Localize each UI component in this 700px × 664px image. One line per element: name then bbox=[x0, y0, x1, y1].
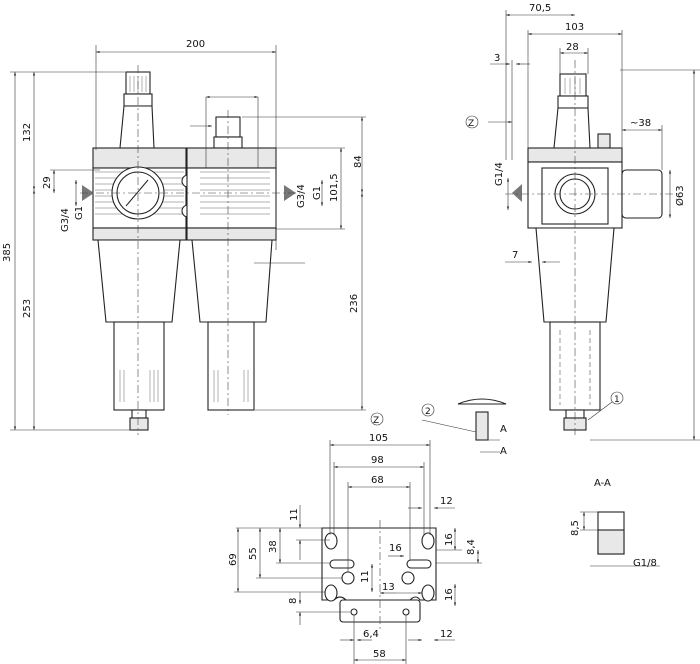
dim-height-253: 253 bbox=[22, 299, 33, 318]
dim-8-4: 8,4 bbox=[466, 539, 477, 555]
thread-g18: G1/8 bbox=[633, 558, 657, 569]
dim-105: 105 bbox=[369, 433, 388, 444]
view-z-label: Z bbox=[373, 416, 379, 426]
dim-28: 28 bbox=[566, 42, 579, 53]
dim-84: 84 bbox=[353, 155, 364, 168]
port-left-g34: G3/4 bbox=[60, 208, 71, 232]
callout-2: 2 bbox=[425, 407, 431, 417]
dim-55: 55 bbox=[248, 547, 259, 560]
regulator-bowl bbox=[97, 239, 181, 323]
dim-16-right-bottom: 16 bbox=[444, 588, 455, 601]
dim-12-bottom: 12 bbox=[440, 629, 453, 640]
section-a-bottom: A bbox=[500, 446, 507, 457]
bottom-view-z: Z 105 bbox=[228, 412, 482, 664]
dim-58: 58 bbox=[373, 649, 386, 660]
dim-8: 8 bbox=[288, 598, 299, 604]
dim-6-4: 6,4 bbox=[363, 629, 379, 640]
dim-16-right-top: 16 bbox=[444, 533, 455, 546]
view-z-marker: Z bbox=[468, 119, 474, 129]
dim-38: ~38 bbox=[630, 118, 651, 129]
callout-1: 1 bbox=[614, 395, 620, 405]
port-right-g1: G1 bbox=[312, 186, 323, 200]
dim-width-200: 200 bbox=[186, 39, 205, 50]
side-view: 70,5 103 28 3 ~38 Ø63 G1/4 7 Z 2 A A 1 bbox=[421, 3, 700, 457]
dim-13: 13 bbox=[382, 582, 395, 593]
dim-height-132: 132 bbox=[22, 123, 33, 142]
regulator-head bbox=[92, 147, 187, 169]
dim-38: 38 bbox=[268, 540, 279, 553]
section-a-a: A-A 8,5 G1/8 bbox=[570, 478, 660, 569]
front-view: 200 385 132 253 29 G3/4 G1 84 101,5 G3/4… bbox=[2, 39, 366, 435]
section-a-top: A bbox=[500, 424, 507, 435]
dim-11-left: 11 bbox=[289, 508, 300, 521]
dim-16-center: 16 bbox=[389, 543, 402, 554]
dim-3: 3 bbox=[494, 53, 500, 64]
dim-69: 69 bbox=[228, 553, 239, 566]
dim-29: 29 bbox=[42, 176, 53, 189]
dim-70-5: 70,5 bbox=[529, 3, 551, 14]
section-title: A-A bbox=[594, 478, 611, 489]
dim-236: 236 bbox=[349, 294, 360, 313]
dim-diameter-63: Ø63 bbox=[674, 185, 686, 206]
dim-7: 7 bbox=[512, 250, 518, 261]
dim-98: 98 bbox=[371, 455, 384, 466]
dim-103: 103 bbox=[565, 22, 584, 33]
port-right-g34: G3/4 bbox=[296, 184, 307, 208]
dim-68: 68 bbox=[371, 475, 384, 486]
port-left-g1: G1 bbox=[74, 206, 85, 220]
lubricator-head bbox=[186, 147, 277, 169]
dim-8-5: 8,5 bbox=[570, 520, 581, 536]
dim-11-center: 11 bbox=[360, 570, 371, 583]
lubricator-bowl bbox=[191, 239, 273, 323]
dim-12-top: 12 bbox=[440, 496, 453, 507]
dim-height-385: 385 bbox=[2, 243, 13, 262]
port-g14: G1/4 bbox=[494, 162, 505, 186]
dim-101-5: 101,5 bbox=[329, 173, 340, 202]
